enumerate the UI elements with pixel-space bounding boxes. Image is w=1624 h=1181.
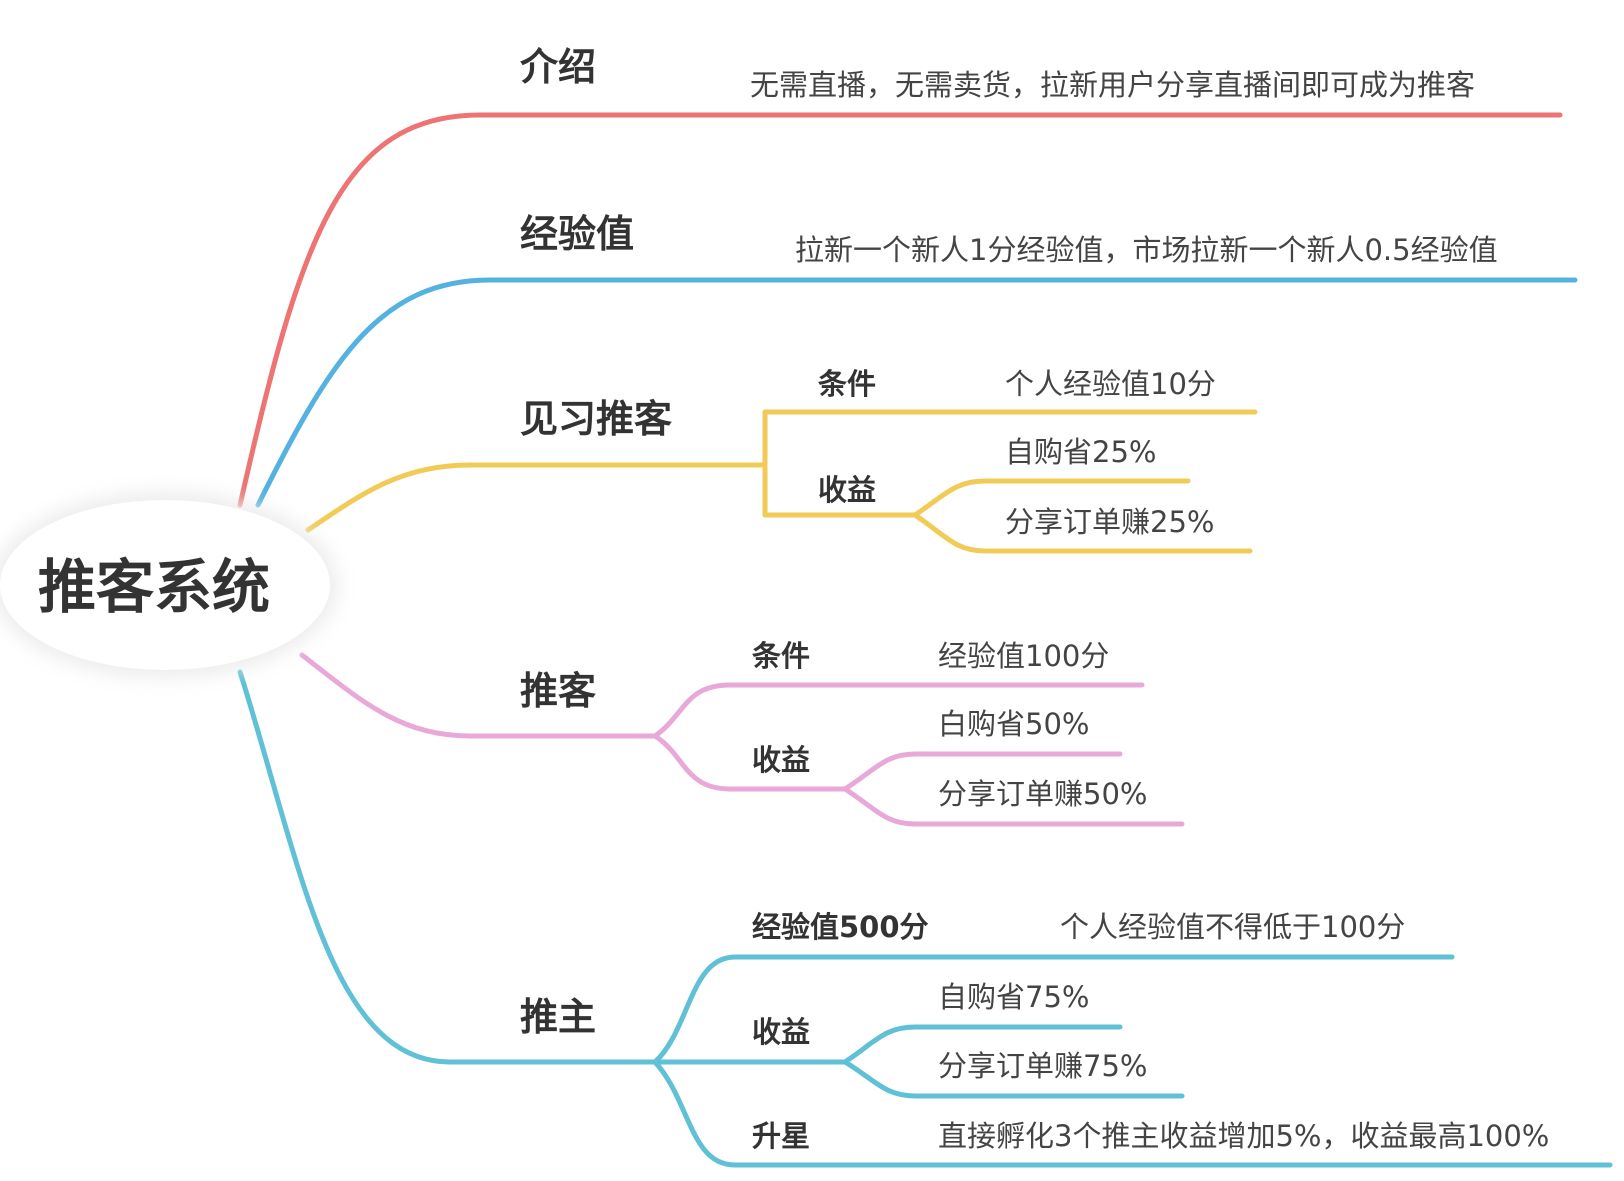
tuike-condition-value: 经验值100分 <box>938 639 1110 673</box>
branch-intro-label: 介绍 <box>520 45 597 89</box>
connector-tuizhu-income-2 <box>842 1059 1185 1099</box>
connector-intro <box>237 112 1563 508</box>
connector-trainee <box>305 462 768 533</box>
connector-tuike-income-1 <box>842 751 1123 792</box>
branch-intro-desc: 无需直播，无需卖货，拉新用户分享直播间即可成为推客 <box>750 68 1476 102</box>
connector-tuike-income-2 <box>842 786 1185 827</box>
tuizhu-upgrade-value: 直接孵化3个推主收益增加5%，收益最高100% <box>938 1119 1550 1153</box>
branch-experience-desc: 拉新一个新人1分经验值，市场拉新一个新人0.5经验值 <box>795 233 1498 267</box>
connector-experience <box>255 277 1578 508</box>
branch-experience-label: 经验值 <box>520 212 635 256</box>
trainee-condition-value: 个人经验值10分 <box>1005 367 1216 401</box>
connector-tuizhu-condition <box>652 954 1455 1065</box>
tuike-income-item-1: 白购省50% <box>938 707 1090 741</box>
root-node: 推客系统 <box>38 553 271 621</box>
trainee-income-label: 收益 <box>818 473 877 507</box>
trainee-income-item-2: 分享订单赚25% <box>1005 505 1215 539</box>
trainee-income-item-1: 自购省25% <box>1005 435 1157 469</box>
tuizhu-upgrade-label: 升星 <box>752 1119 811 1153</box>
connector-trainee-income-2 <box>912 512 1253 554</box>
tuizhu-condition-value: 个人经验值不得低于100分 <box>1060 910 1406 944</box>
connector-tuike-income <box>652 733 848 792</box>
tuike-income-label: 收益 <box>752 743 811 777</box>
branch-tuizhu-label: 推主 <box>520 995 597 1039</box>
connector-trainee-income-1 <box>912 478 1191 518</box>
tuizhu-income-item-1: 自购省75% <box>938 980 1090 1014</box>
branch-tuike-label: 推客 <box>520 669 597 713</box>
tuizhu-income-label: 收益 <box>752 1015 811 1049</box>
tuike-condition-label: 条件 <box>752 639 811 673</box>
tuizhu-income-item-2: 分享订单赚75% <box>938 1049 1148 1083</box>
root-bubble <box>0 500 330 670</box>
trainee-condition-label: 条件 <box>818 367 877 401</box>
connector-tuike <box>299 652 658 739</box>
tuizhu-condition-label: 经验值500分 <box>752 910 929 944</box>
connector-tuizhu-income-1 <box>842 1024 1123 1065</box>
connector-tuizhu-upgrade <box>652 1059 1613 1168</box>
connector-tuike-condition <box>652 682 1145 739</box>
branch-trainee-label: 见习推客 <box>520 397 673 441</box>
tuike-income-item-2: 分享订单赚50% <box>938 777 1148 811</box>
connector-tuizhu <box>237 669 658 1065</box>
